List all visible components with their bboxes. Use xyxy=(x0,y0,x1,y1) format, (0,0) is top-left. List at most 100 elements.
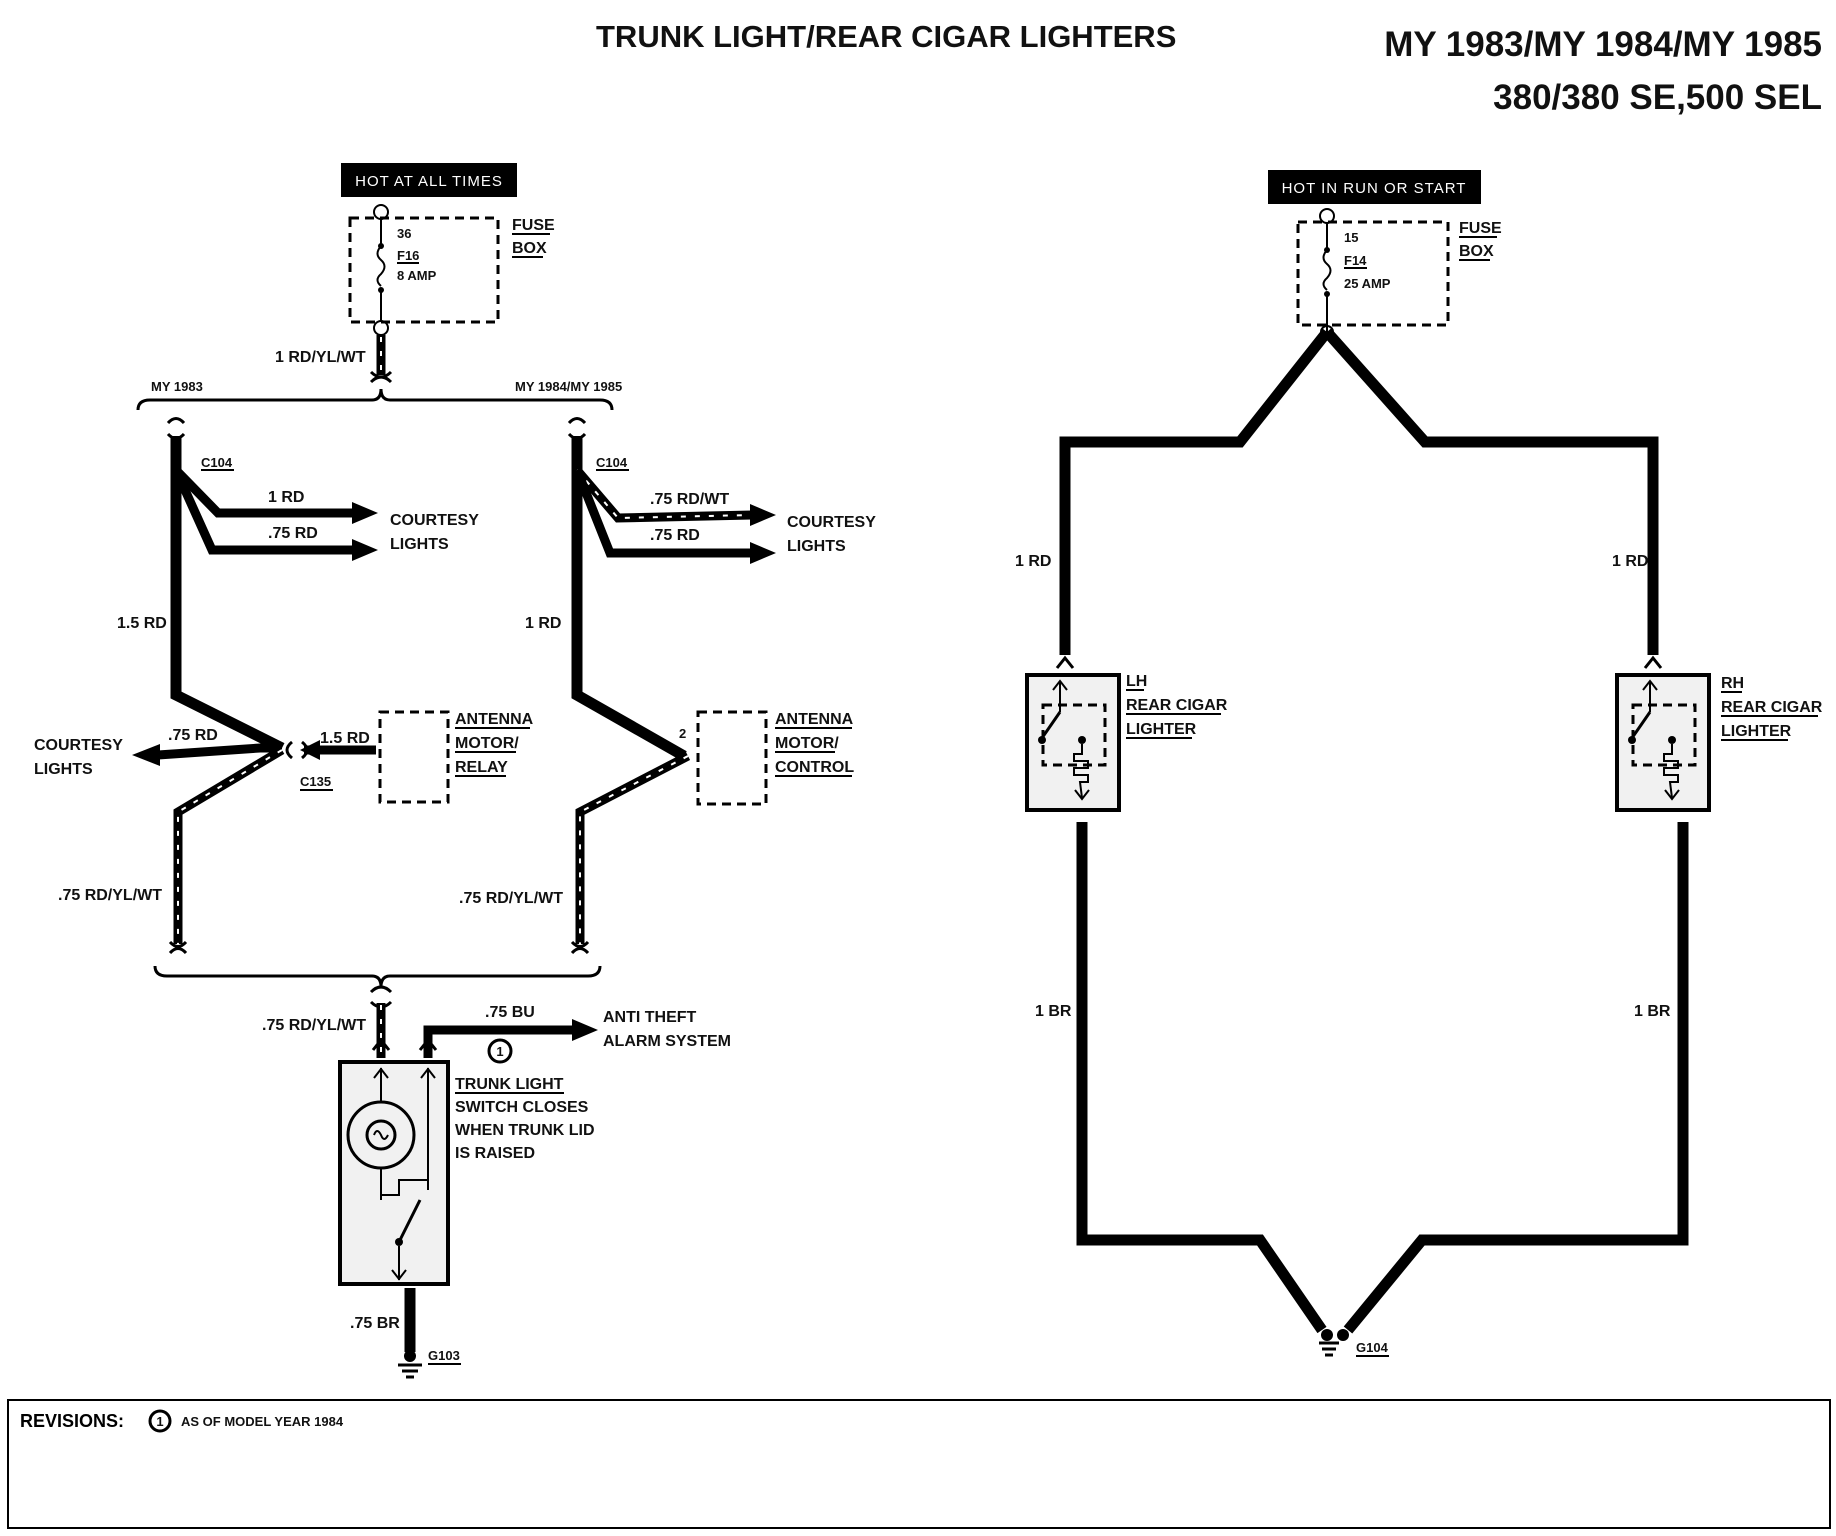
fuse-box-f16 xyxy=(348,216,500,324)
c135-label: C135 xyxy=(300,774,331,789)
revisions-box xyxy=(7,1399,1831,1529)
switch-desc-line3: IS RAISED xyxy=(455,1145,535,1162)
left-circuit: HOT AT ALL TIMES 36 F16 8 AMP FUSE BOX 1… xyxy=(34,163,876,1379)
revisions-label: REVISIONS: xyxy=(20,1411,124,1431)
lh-label-line2: REAR CIGAR xyxy=(1126,697,1228,714)
fuse-f14-terminal-top xyxy=(1319,208,1335,224)
lh-ground-wire xyxy=(1076,822,1327,1334)
revisions-mark-number: 1 xyxy=(156,1414,163,1429)
fuse-f14-box-line2: BOX xyxy=(1459,243,1494,260)
switch-desc-line1: SWITCH CLOSES xyxy=(455,1099,589,1116)
rh-label-line2: REAR CIGAR xyxy=(1721,699,1823,716)
rh-label-line1: RH xyxy=(1721,675,1744,692)
rh-label-line3: LIGHTER xyxy=(1721,723,1792,740)
courtesy-lights-a-line1: COURTESY xyxy=(390,512,479,529)
variant-my1984-1985: MY 1984/MY 1985 xyxy=(515,379,622,394)
lh-label-line1: LH xyxy=(1126,673,1147,690)
ground-icon xyxy=(398,1363,422,1379)
arrow-left-icon xyxy=(300,740,320,760)
fuse-rating: 8 AMP xyxy=(397,268,437,283)
fuse-f14-rating: 25 AMP xyxy=(1344,276,1391,291)
relay-label-line1: ANTENNA xyxy=(455,711,534,728)
switch-feed-label: .75 RD/YL/WT xyxy=(262,1017,366,1034)
revision-mark-number: 1 xyxy=(496,1044,503,1059)
feed-wire-break xyxy=(369,370,393,384)
fuse-f14-id: F14 xyxy=(1344,253,1367,268)
my1984-courtesy-wire2 xyxy=(572,468,752,558)
my1984-courtesy-wire1 xyxy=(573,467,753,523)
lh-switch-blade-icon xyxy=(1040,711,1062,739)
my1984-wire2-label: .75 RD xyxy=(650,527,700,544)
fuse-box-f14 xyxy=(1296,220,1450,327)
my1984-down-wire xyxy=(575,752,691,944)
hot-at-all-times-tag xyxy=(341,163,517,197)
my1983-courtesy-wire2 xyxy=(171,468,355,555)
fuse-box-label-line2: BOX xyxy=(512,240,547,257)
right-circuit: HOT IN RUN OR START 15 F14 25 AMP FUSE B… xyxy=(1015,170,1823,1357)
arrow-right-icon xyxy=(352,539,378,561)
rh-feed-label: 1 RD xyxy=(1612,553,1648,570)
control-label-line1: ANTENNA xyxy=(775,711,854,728)
courtesy-lights-b-line1: COURTESY xyxy=(787,514,876,531)
ground-g104-label: G104 xyxy=(1356,1340,1389,1355)
model-years: MY 1983/MY 1984/MY 1985 xyxy=(1384,25,1822,64)
my1984-riser-label: 1 RD xyxy=(525,615,561,632)
diagram-title: TRUNK LIGHT/REAR CIGAR LIGHTERS xyxy=(596,19,1176,54)
alarm-wire-label: .75 BU xyxy=(485,1004,535,1021)
my1983-down-label: .75 RD/YL/WT xyxy=(58,887,162,904)
my1983-branch-label: .75 RD xyxy=(168,727,218,744)
courtesy-lights-b-line2: LIGHTS xyxy=(787,538,846,555)
c104-b-label: C104 xyxy=(596,455,628,470)
my1983-down-break xyxy=(168,940,188,955)
revision-mark-circle xyxy=(487,1038,513,1064)
rh-switch-blade-icon xyxy=(1630,711,1652,739)
rh-feed-wire xyxy=(1322,328,1659,655)
relay-label-line2: MOTOR/ xyxy=(455,735,519,752)
hot-in-run-tag xyxy=(1268,170,1481,204)
arrow-right-icon xyxy=(572,1019,598,1041)
lh-feed-label: 1 RD xyxy=(1015,553,1051,570)
switch-blade-icon xyxy=(397,1199,422,1243)
lh-ground-label: 1 BR xyxy=(1035,1003,1072,1020)
relay-label-line3: RELAY xyxy=(455,759,508,776)
fuse-id: F16 xyxy=(397,248,419,263)
fuse-f14-number: 15 xyxy=(1344,230,1358,245)
alarm-label-line2: ALARM SYSTEM xyxy=(603,1033,731,1050)
rh-heating-element-icon xyxy=(1663,744,1679,799)
alarm-wire xyxy=(423,1025,575,1058)
ground-icon xyxy=(1319,1341,1339,1357)
revisions-mark-circle xyxy=(148,1409,172,1433)
my1984-riser-wire xyxy=(571,436,687,761)
switch-title: TRUNK LIGHT xyxy=(455,1076,564,1093)
my1983-branch-wire xyxy=(157,743,282,760)
courtesy-lights-c-line2: LIGHTS xyxy=(34,761,93,778)
arrow-right-icon xyxy=(352,502,378,524)
control-label-line2: MOTOR/ xyxy=(775,735,839,752)
control-label-line3: CONTROL xyxy=(775,759,854,776)
my1984-down-break xyxy=(570,940,590,955)
feed-wire-label: 1 RD/YL/WT xyxy=(275,349,366,366)
my1983-down-wire xyxy=(173,746,285,944)
courtesy-lights-a-line2: LIGHTS xyxy=(390,536,449,553)
arrow-right-icon xyxy=(750,542,776,564)
fuse-box-label-line1: FUSE xyxy=(512,217,555,234)
control-pin-label: 2 xyxy=(679,726,686,741)
variant-brace-bottom xyxy=(153,965,602,988)
hot-at-all-times-label: HOT AT ALL TIMES xyxy=(355,173,503,190)
c104-a-connector xyxy=(166,417,186,440)
arrow-right-icon xyxy=(750,504,776,526)
trunk-light-switch-box xyxy=(338,1060,450,1286)
my1983-courtesy-wire1 xyxy=(172,466,355,518)
c104-a-label: C104 xyxy=(201,455,233,470)
trunk-ground-wire-label: .75 BR xyxy=(350,1315,400,1332)
antenna-motor-control-box xyxy=(696,710,768,806)
ground-point xyxy=(404,1350,416,1362)
my1983-riser-wire xyxy=(170,436,285,753)
alarm-label-line1: ANTI THEFT xyxy=(603,1009,697,1026)
rh-ground-wire xyxy=(1343,822,1689,1334)
variant-brace-top xyxy=(136,388,614,411)
relay-wire-label: 1.5 RD xyxy=(320,730,370,747)
lh-heating-element-icon xyxy=(1073,744,1089,799)
fuse-f14-element-icon xyxy=(1322,249,1332,291)
variant-my1983: MY 1983 xyxy=(151,379,203,394)
